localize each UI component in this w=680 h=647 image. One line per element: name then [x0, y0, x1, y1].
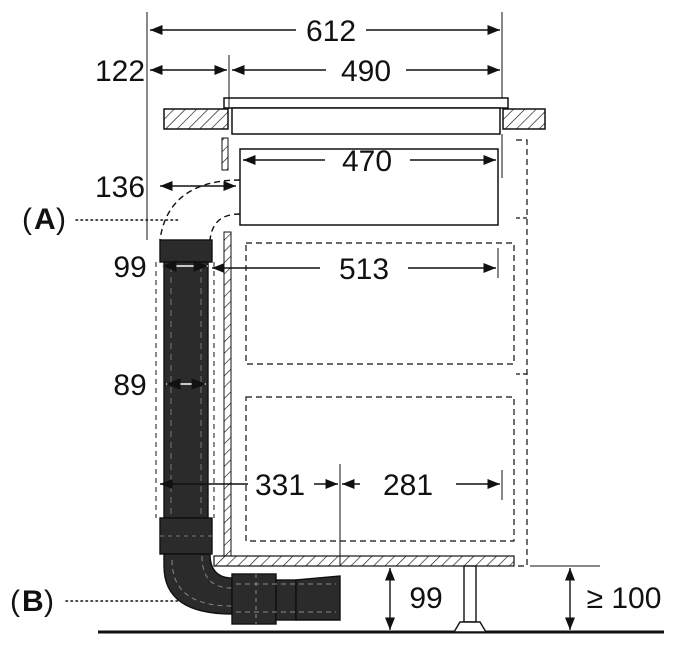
drawer-lower [245, 396, 515, 542]
dimension-89: 89 [113, 369, 206, 402]
duct-bend-dashed [159, 179, 241, 241]
worktop-right [502, 108, 546, 130]
hob-glass [223, 97, 509, 109]
callout-b-letter: B [22, 585, 44, 618]
callout-a-letter: A [34, 203, 56, 236]
dimension-612: 612 [150, 15, 500, 48]
callout-a-open: ( [22, 203, 32, 236]
dim-136-label: 136 [95, 171, 145, 204]
dim-331-label: 331 [255, 469, 305, 502]
cabinet-front [516, 139, 528, 567]
dim-490-label: 490 [341, 55, 391, 88]
dimension-513: 513 [212, 253, 496, 286]
dim-99-duct-label: 99 [113, 251, 146, 284]
dim-122-label: 122 [95, 55, 145, 88]
dimension-122: 122 [95, 55, 227, 88]
callout-b-close: ) [44, 585, 54, 618]
callout-a: ( A ) [22, 203, 179, 236]
hob-housing [231, 107, 501, 135]
dimension-99-plinth: 99 [384, 568, 443, 630]
dim-513-label: 513 [339, 253, 389, 286]
dimension-281: 281 [342, 469, 500, 502]
dimension-490: 490 [232, 55, 500, 88]
back-panel-upper [221, 137, 229, 171]
dim-281-label: 281 [383, 469, 433, 502]
callout-b: ( B ) [10, 585, 181, 618]
callout-a-close: ) [56, 203, 66, 236]
dimension-min-100: ≥ 100 [564, 568, 662, 630]
dim-99-plinth-label: 99 [409, 582, 442, 615]
dim-470-label: 470 [342, 145, 392, 178]
dim-100-label: ≥ 100 [587, 582, 662, 615]
dimension-331: 331 [160, 469, 338, 502]
dimension-99-duct: 99 [113, 251, 208, 284]
extractor-unit [239, 148, 499, 226]
horizontal-duct [231, 573, 341, 625]
drawer-upper [245, 242, 515, 365]
cabinet-bottom [213, 555, 515, 567]
callout-b-open: ( [10, 585, 20, 618]
worktop-left [163, 108, 229, 130]
dimension-470: 470 [243, 145, 496, 178]
cabinet-back-wall [223, 231, 232, 557]
cabinet-leg [452, 565, 488, 633]
dim-612-label: 612 [306, 15, 356, 48]
dim-89-label: 89 [113, 369, 146, 402]
vertical-duct [155, 239, 215, 555]
dimension-136: 136 [95, 171, 236, 204]
